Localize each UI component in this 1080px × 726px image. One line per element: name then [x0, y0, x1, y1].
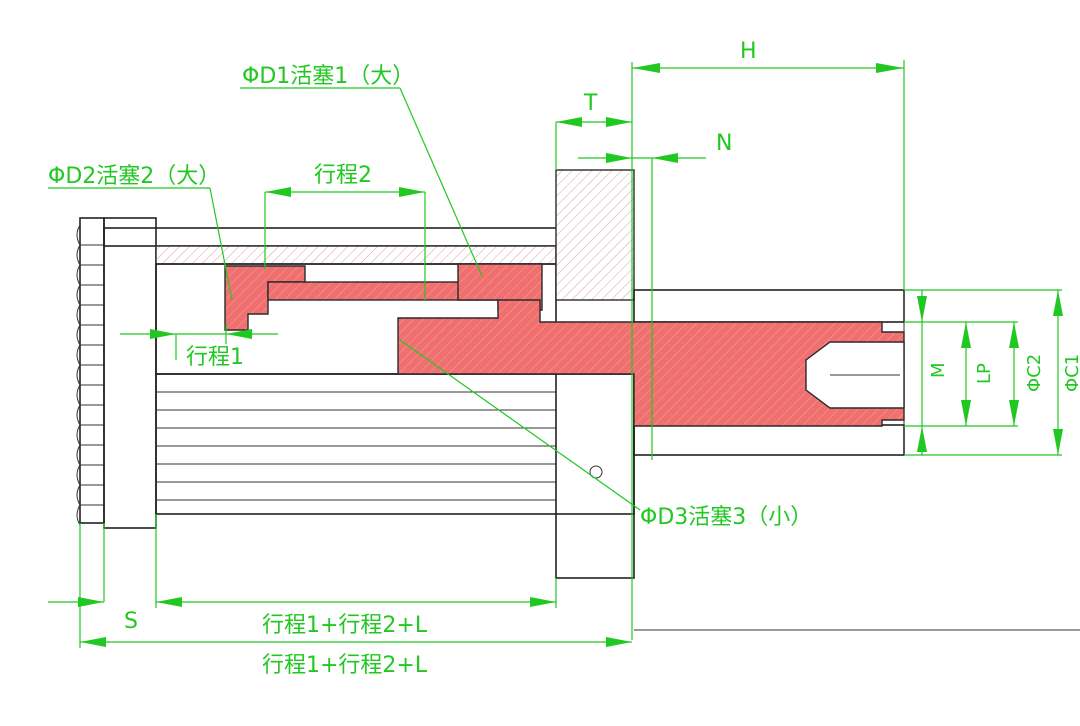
front-nose: [633, 289, 905, 323]
cylinder-body: [76, 169, 1080, 631]
label-d2: ΦD2活塞2（大）: [48, 164, 220, 189]
cooling-fins: [156, 391, 556, 501]
top-cover: [103, 227, 560, 247]
upper-sleeve: [155, 245, 557, 265]
head-block: [555, 169, 635, 301]
label-lp: LP: [974, 363, 995, 384]
dimensions: [48, 60, 1063, 648]
label-t: T: [583, 91, 598, 116]
label-d3: ΦD3活塞3（小）: [640, 505, 812, 530]
label-h: H: [740, 39, 757, 64]
end-cap-teeth: [76, 224, 104, 526]
labels: ΦD1活塞1（大） ΦD2活塞2（大） ΦD3活塞3（小） 行程2 行程1 H …: [48, 39, 1080, 678]
label-m: M: [928, 362, 949, 378]
label-n: N: [716, 131, 732, 156]
label-stroke2: 行程2: [314, 163, 372, 188]
label-stroke1: 行程1: [186, 345, 244, 370]
end-cap: [79, 217, 105, 524]
port-hole: [589, 465, 603, 479]
piston-3-rod: [397, 299, 905, 427]
label-s: S: [124, 609, 138, 634]
label-c2: ΦC2: [1024, 354, 1045, 392]
flange-plate: [103, 217, 157, 529]
bottom-block: [555, 373, 635, 579]
front-lower: [633, 424, 905, 456]
label-total-1: 行程1+行程2+L: [262, 613, 428, 638]
label-c1: ΦC1: [1062, 354, 1080, 392]
label-total-2: 行程1+行程2+L: [262, 653, 428, 678]
pistons: [224, 263, 905, 427]
fin-body: [155, 373, 635, 515]
label-d1: ΦD1活塞1（大）: [242, 64, 414, 89]
